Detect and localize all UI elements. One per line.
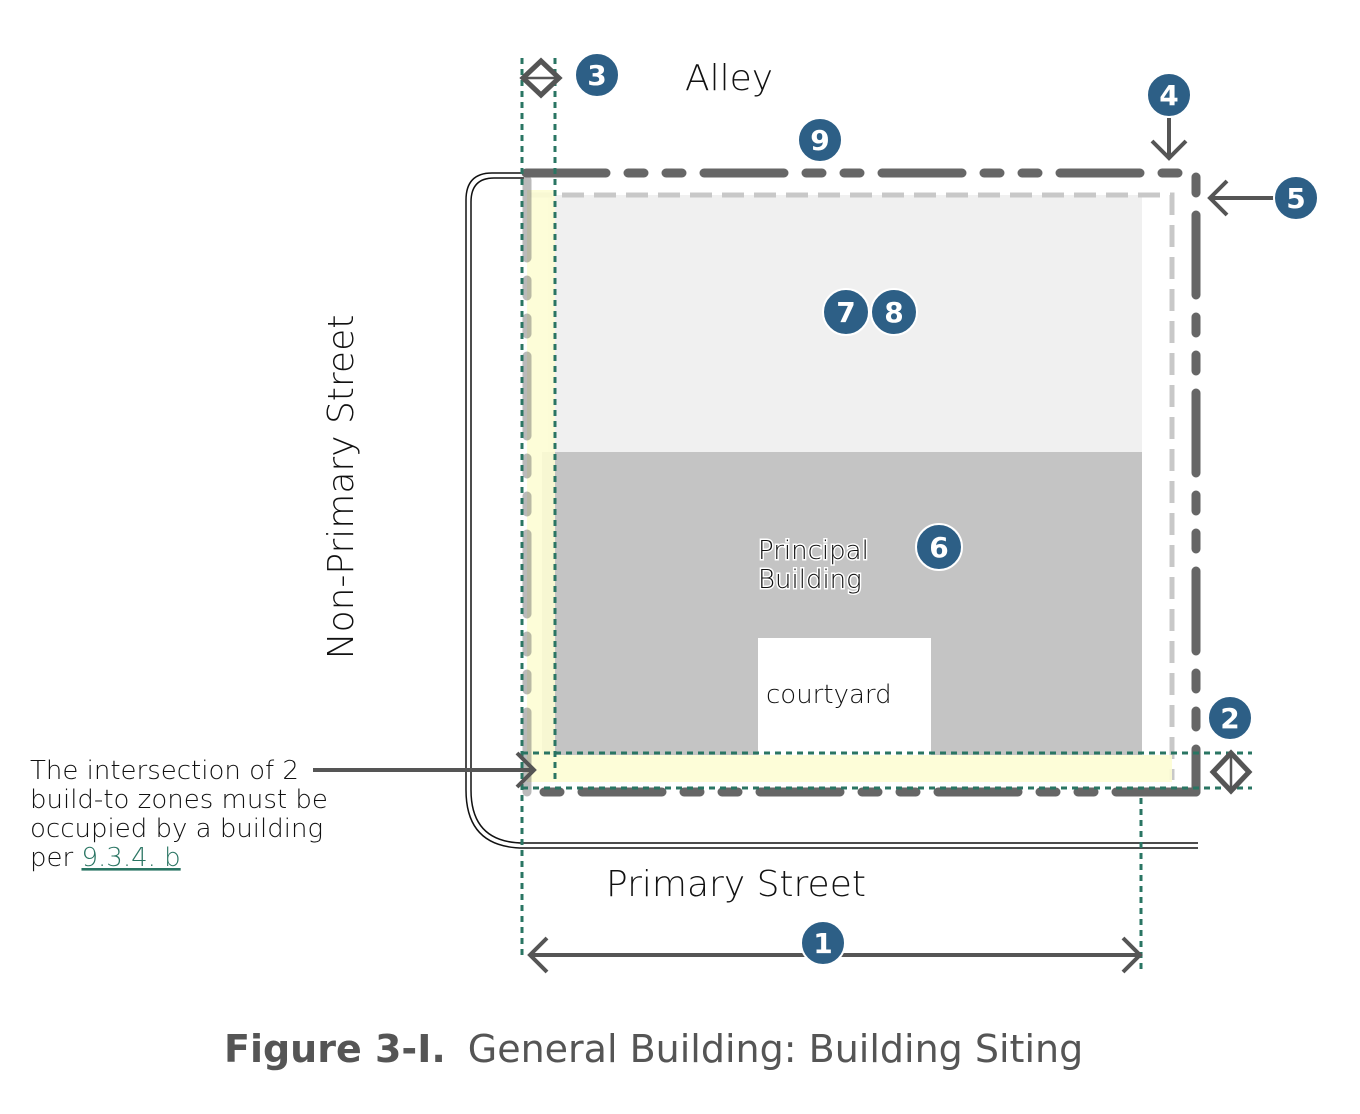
marker-9: 9 bbox=[797, 117, 843, 163]
arrow-5-icon bbox=[1207, 179, 1275, 217]
marker-4: 4 bbox=[1146, 72, 1192, 118]
setback-line bbox=[530, 192, 1175, 780]
marker-2: 2 bbox=[1207, 695, 1253, 741]
property-line bbox=[521, 168, 1201, 797]
courtyard-label: courtyard bbox=[766, 680, 892, 710]
svg-text:6: 6 bbox=[929, 531, 948, 564]
diamond-icon-2 bbox=[1209, 749, 1253, 795]
marker-7: 7 bbox=[822, 288, 870, 336]
primary-street-label: Primary Street bbox=[606, 864, 866, 905]
svg-text:Building: Building bbox=[758, 565, 862, 595]
arrows bbox=[313, 118, 1275, 974]
svg-text:occupied by a building: occupied by a building bbox=[30, 814, 323, 844]
arrow-4-icon bbox=[1150, 118, 1188, 161]
svg-text:5: 5 bbox=[1286, 182, 1305, 215]
marker-6: 6 bbox=[915, 523, 963, 571]
svg-text:2: 2 bbox=[1220, 702, 1239, 735]
section-link[interactable]: 9.3.4. b bbox=[81, 843, 180, 873]
marker-3: 3 bbox=[574, 52, 620, 98]
svg-text:per 9.3.4. b: per 9.3.4. b bbox=[30, 843, 181, 873]
svg-text:The intersection of 2: The intersection of 2 bbox=[30, 756, 299, 786]
marker-1: 1 bbox=[800, 920, 846, 966]
svg-text:1: 1 bbox=[813, 927, 832, 960]
svg-text:7: 7 bbox=[836, 296, 855, 329]
marker-5: 5 bbox=[1273, 175, 1319, 221]
svg-text:4: 4 bbox=[1159, 79, 1178, 112]
alley-label: Alley bbox=[685, 58, 773, 99]
figure-caption: Figure 3-I.General Building: Building Si… bbox=[224, 1027, 1083, 1071]
principal-building-label: Principal Building bbox=[757, 535, 871, 597]
build-to-guides bbox=[520, 58, 1252, 970]
diamond-icon-3 bbox=[519, 57, 563, 99]
courtyard-area bbox=[758, 638, 931, 755]
non-primary-street-label: Non-Primary Street bbox=[321, 315, 362, 660]
svg-text:Principal: Principal bbox=[758, 536, 869, 566]
note-arrow-icon bbox=[313, 751, 537, 789]
svg-text:build-to zones must be: build-to zones must be bbox=[30, 785, 328, 815]
svg-text:8: 8 bbox=[884, 296, 903, 329]
marker-8: 8 bbox=[870, 288, 918, 336]
street-curb bbox=[465, 172, 1198, 849]
intersection-note: The intersection of 2 build-to zones mus… bbox=[30, 756, 328, 873]
svg-text:3: 3 bbox=[587, 59, 606, 92]
svg-text:9: 9 bbox=[810, 124, 829, 157]
